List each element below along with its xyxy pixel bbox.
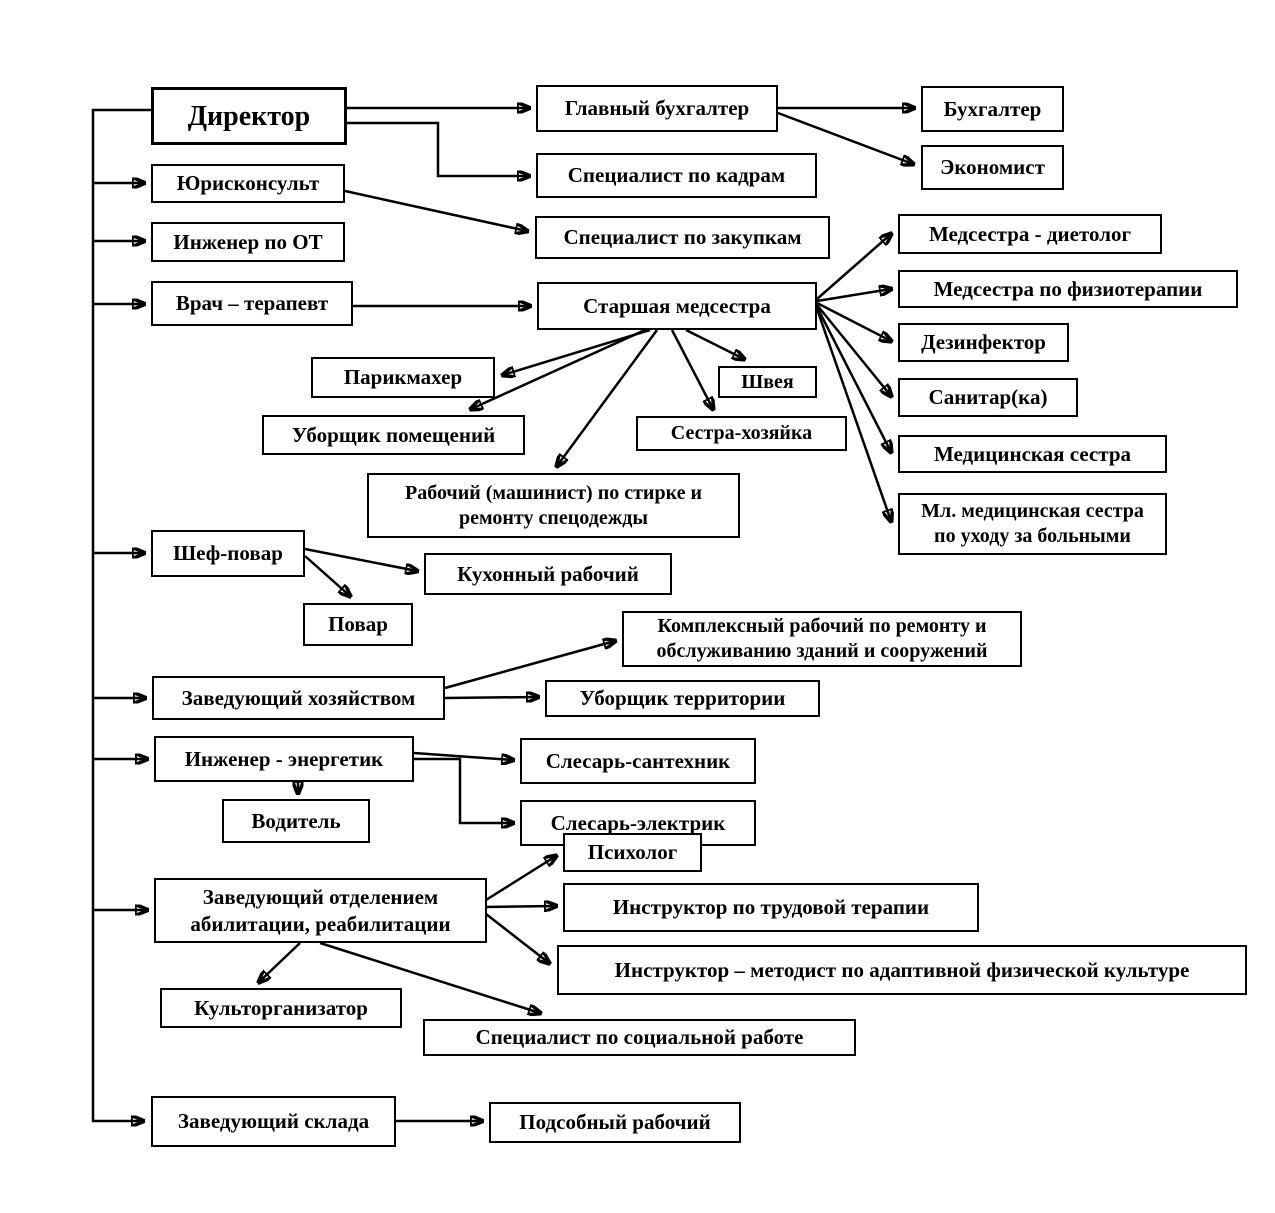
node-energy-engineer: Инженер - энергетик (154, 736, 414, 782)
node-kitchen-worker: Кухонный рабочий (424, 553, 672, 595)
node-rehab-head: Заведующий отделением абилитации, реабил… (154, 878, 487, 943)
edge-rehab-cultural-organizer (259, 942, 301, 982)
edge-household-territory-cleaner (444, 697, 538, 698)
edge-rehab-psychologist (485, 856, 556, 902)
edge-head-nurse-physio-nurse (816, 289, 891, 303)
edge-legal-counsel-procurement (344, 189, 527, 231)
edge-head-nurse-orderly (816, 304, 891, 396)
edge-head-nurse-dietary-nurse (816, 234, 891, 300)
edge-head-nurse-junior-nurse (815, 308, 891, 521)
edge-household-maintenance-worker (444, 641, 615, 690)
edge-head-nurse-indoor-cleaner (471, 328, 646, 409)
node-orderly: Санитар(ка) (898, 378, 1078, 417)
node-accountant: Бухгалтер (921, 86, 1064, 132)
edge-head-nurse-medical-nurse (815, 306, 891, 452)
node-economist: Экономист (921, 145, 1064, 190)
node-household-manager: Заведующий хозяйством (152, 676, 445, 720)
node-physician: Врач – терапевт (151, 281, 353, 326)
node-hr-specialist: Специалист по кадрам (536, 153, 817, 198)
node-cultural-organizer: Культорганизатор (160, 988, 402, 1028)
node-warehouse-manager: Заведующий склада (151, 1096, 396, 1147)
node-ot-instructor: Инструктор по трудовой терапии (563, 883, 979, 932)
edge-chef-cook (304, 555, 350, 596)
node-maintenance-worker: Комплексный рабочий по ремонту и обслужи… (622, 611, 1022, 667)
node-dietary-nurse: Медсестра - диетолог (898, 214, 1162, 254)
node-physio-nurse: Медсестра по физиотерапии (898, 270, 1238, 308)
node-junior-nurse: Мл. медицинская сестра по уходу за больн… (898, 493, 1167, 555)
node-procurement-specialist: Специалист по закупкам (535, 216, 830, 259)
edge-energy-electrician (414, 757, 513, 823)
node-safety-engineer: Инженер по ОТ (151, 222, 345, 262)
node-social-work-specialist: Специалист по социальной работе (423, 1019, 856, 1056)
node-laundry-worker: Рабочий (машинист) по стирке и ремонту с… (367, 473, 740, 538)
node-psychologist: Психолог (563, 833, 702, 872)
node-electrician: Слесарь-электрик (520, 800, 756, 846)
node-legal-counsel: Юрисконсульт (151, 164, 345, 203)
edge-rehab-ot-instructor (485, 906, 556, 907)
node-hairdresser: Парикмахер (311, 357, 495, 398)
node-chief-accountant: Главный бухгалтер (536, 85, 778, 132)
node-seamstress: Швея (718, 366, 817, 398)
edge-head-nurse-housekeeper (670, 329, 713, 409)
node-director: Директор (151, 87, 347, 145)
node-territory-cleaner: Уборщик территории (545, 680, 820, 717)
node-handyman: Подсобный рабочий (489, 1102, 741, 1143)
node-chef: Шеф-повар (151, 530, 305, 577)
edge-trunk (91, 108, 151, 1121)
node-plumber: Слесарь-сантехник (520, 738, 756, 784)
edge-head-nurse-disinfector (816, 301, 891, 341)
node-indoor-cleaner: Уборщик помещений (262, 415, 525, 455)
edge-head-nurse-laundry-worker (557, 329, 659, 466)
edge-rehab-social-work (319, 941, 540, 1013)
node-ape-instructor: Инструктор – методист по адаптивной физи… (557, 945, 1247, 995)
node-disinfector: Дезинфектор (898, 323, 1069, 362)
node-driver: Водитель (222, 799, 370, 843)
edge-energy-plumber (413, 751, 513, 760)
edge-director-hr-specialist (347, 121, 529, 176)
edge-head-nurse-seamstress (685, 328, 744, 359)
edge-chief-accountant-economist (777, 111, 913, 164)
edge-rehab-ape-instructor (485, 913, 549, 963)
node-housekeeper: Сестра-хозяйка (636, 416, 847, 451)
node-head-nurse: Старшая медсестра (537, 282, 817, 330)
node-medical-nurse: Медицинская сестра (898, 435, 1167, 473)
edge-chef-kitchen-worker (304, 547, 417, 571)
node-cook: Повар (303, 603, 413, 646)
